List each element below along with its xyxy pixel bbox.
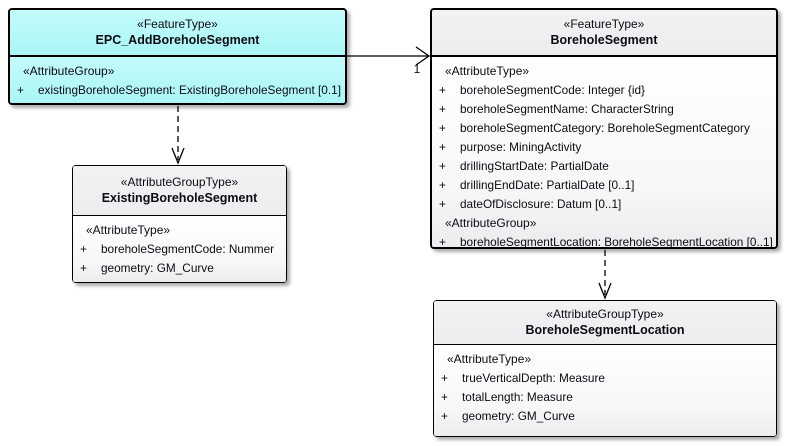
attribute-row[interactable]: + trueVerticalDepth: Measure [434, 369, 776, 388]
class-name: BoreholeSegment [551, 33, 658, 48]
attribute-text: drillingEndDate: PartialDate [0..1] [460, 176, 634, 195]
section-label: «AttributeType» [73, 221, 286, 240]
class-attributes-compartment: «AttributeType» + trueVerticalDepth: Mea… [434, 345, 776, 436]
attribute-text: drillingStartDate: PartialDate [460, 157, 609, 176]
class-box-boreholesegment[interactable]: «FeatureType» BoreholeSegment «Attribute… [430, 8, 778, 249]
visibility-symbol: + [434, 388, 462, 407]
class-stereotype: «FeatureType» [137, 17, 218, 31]
class-box-existingboreholesegment[interactable]: «AttributeGroupType» ExistingBoreholeSeg… [72, 165, 287, 283]
attribute-text: dateOfDisclosure: Datum [0..1] [460, 195, 621, 214]
attribute-row[interactable]: + boreholeSegmentCategory: BoreholeSegme… [432, 119, 776, 138]
visibility-symbol: + [434, 369, 462, 388]
attribute-row[interactable]: + drillingEndDate: PartialDate [0..1] [432, 176, 776, 195]
attribute-text: boreholeSegmentCategory: BoreholeSegment… [460, 119, 750, 138]
class-attributes-compartment: «AttributeGroup» + existingBoreholeSegme… [10, 57, 345, 103]
attribute-row[interactable]: + geometry: GM_Curve [434, 407, 776, 426]
attribute-row[interactable]: + totalLength: Measure [434, 388, 776, 407]
attribute-row[interactable]: + existingBoreholeSegment: ExistingBoreh… [10, 81, 345, 100]
visibility-symbol: + [432, 195, 460, 214]
visibility-symbol: + [432, 138, 460, 157]
attribute-row[interactable]: + dateOfDisclosure: Datum [0..1] [432, 195, 776, 214]
visibility-symbol: + [432, 233, 460, 247]
attribute-text: geometry: GM_Curve [462, 407, 575, 426]
class-header: «AttributeGroupType» ExistingBoreholeSeg… [73, 166, 286, 216]
visibility-symbol: + [73, 259, 101, 278]
section-label: «AttributeGroup» [10, 62, 345, 81]
class-box-boreholesegmentlocation[interactable]: «AttributeGroupType» BoreholeSegmentLoca… [433, 300, 777, 437]
visibility-symbol: + [10, 81, 38, 100]
open-arrowhead-down-icon [172, 148, 184, 163]
section-label: «AttributeType» [434, 350, 776, 369]
class-stereotype: «FeatureType» [564, 17, 645, 31]
class-header: «AttributeGroupType» BoreholeSegmentLoca… [434, 301, 776, 345]
attribute-text: existingBoreholeSegment: ExistingBorehol… [38, 81, 341, 100]
attribute-row[interactable]: + boreholeSegmentCode: Nummer [73, 240, 286, 259]
visibility-symbol: + [73, 240, 101, 259]
attribute-text: boreholeSegmentLocation: BoreholeSegment… [460, 233, 773, 247]
class-name: ExistingBoreholeSegment [102, 191, 258, 206]
attribute-row[interactable]: + boreholeSegmentLocation: BoreholeSegme… [432, 233, 776, 247]
attribute-text: boreholeSegmentCode: Integer {id} [460, 81, 645, 100]
class-attributes-compartment: «AttributeType» + boreholeSegmentCode: N… [73, 216, 286, 282]
attribute-row[interactable]: + purpose: MiningActivity [432, 138, 776, 157]
attribute-text: boreholeSegmentName: CharacterString [460, 100, 674, 119]
connector-dependency-left[interactable] [172, 106, 184, 163]
class-attributes-compartment: «AttributeType» + boreholeSegmentCode: I… [432, 57, 776, 247]
connector-dependency-right[interactable] [599, 250, 611, 298]
class-name: BoreholeSegmentLocation [525, 323, 684, 338]
attribute-row[interactable]: + boreholeSegmentName: CharacterString [432, 100, 776, 119]
association-target-multiplicity: 1 [409, 62, 425, 76]
visibility-symbol: + [434, 407, 462, 426]
attribute-text: geometry: GM_Curve [101, 259, 214, 278]
class-stereotype: «AttributeGroupType» [121, 175, 238, 189]
class-stereotype: «AttributeGroupType» [546, 307, 663, 321]
attribute-row[interactable]: + drillingStartDate: PartialDate [432, 157, 776, 176]
attribute-row[interactable]: + boreholeSegmentCode: Integer {id} [432, 81, 776, 100]
visibility-symbol: + [432, 81, 460, 100]
visibility-symbol: + [432, 157, 460, 176]
visibility-symbol: + [432, 119, 460, 138]
class-header: «FeatureType» BoreholeSegment [432, 10, 776, 57]
attribute-text: boreholeSegmentCode: Nummer [101, 240, 274, 259]
visibility-symbol: + [432, 176, 460, 195]
class-header: «FeatureType» EPC_AddBoreholeSegment [10, 10, 345, 57]
section-label: «AttributeType» [432, 62, 776, 81]
attribute-text: purpose: MiningActivity [460, 138, 581, 157]
visibility-symbol: + [432, 100, 460, 119]
attribute-row[interactable]: + geometry: GM_Curve [73, 259, 286, 278]
open-arrowhead-down-icon [599, 283, 611, 298]
attribute-text: trueVerticalDepth: Measure [462, 369, 605, 388]
section-label: «AttributeGroup» [432, 214, 776, 233]
class-name: EPC_AddBoreholeSegment [96, 33, 260, 48]
attribute-text: totalLength: Measure [462, 388, 573, 407]
class-box-epc-addboreholesegment[interactable]: «FeatureType» EPC_AddBoreholeSegment «At… [8, 8, 347, 105]
